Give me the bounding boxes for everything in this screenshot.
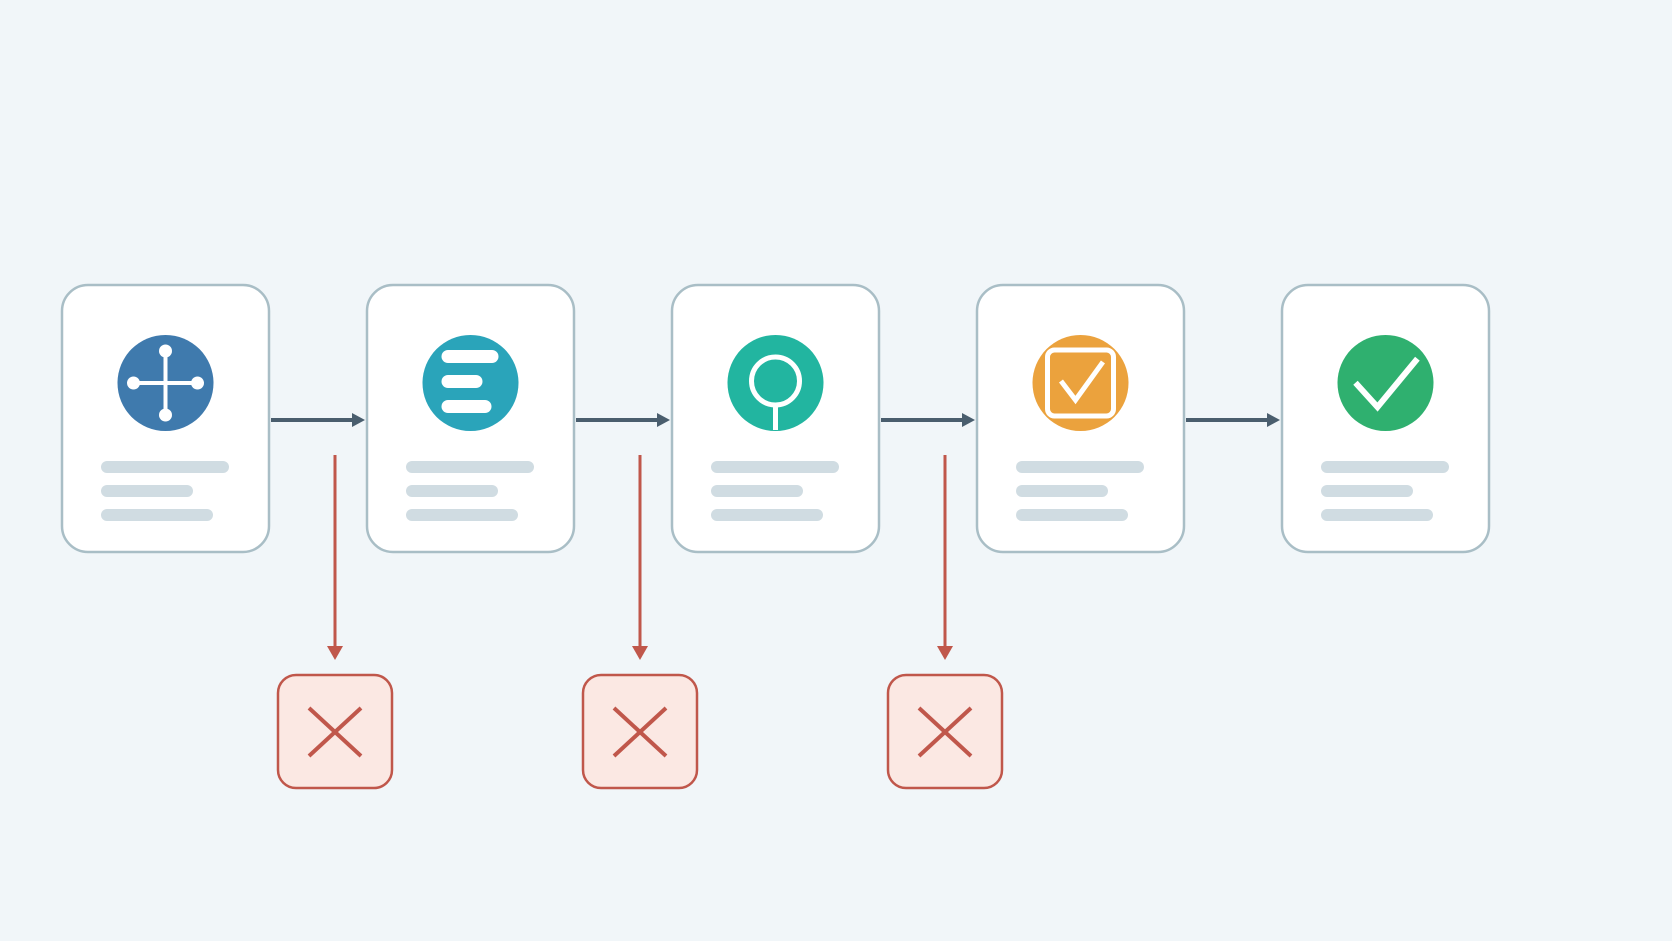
arrow-head bbox=[352, 413, 365, 427]
arrow-head bbox=[937, 646, 953, 660]
magnifier-icon bbox=[727, 335, 824, 431]
flow-arrow bbox=[271, 413, 365, 427]
placeholder-line bbox=[1016, 509, 1128, 521]
close-x-icon bbox=[307, 706, 363, 758]
flow-arrow bbox=[1186, 413, 1280, 427]
placeholder-line bbox=[101, 461, 229, 473]
arrow-head bbox=[1267, 413, 1280, 427]
placeholder-line bbox=[711, 509, 823, 521]
arrow-head bbox=[657, 413, 670, 427]
placeholder-line bbox=[406, 485, 498, 497]
placeholder-line bbox=[101, 485, 193, 497]
close-x-icon bbox=[917, 706, 973, 758]
placeholder-line bbox=[1321, 461, 1449, 473]
icon-badge bbox=[1032, 335, 1129, 431]
checkbox-checked-icon bbox=[1032, 335, 1129, 431]
arrow-head bbox=[962, 413, 975, 427]
placeholder-line bbox=[406, 509, 518, 521]
stage-card bbox=[60, 283, 271, 554]
placeholder-line bbox=[1016, 461, 1144, 473]
placeholder-line bbox=[1321, 485, 1413, 497]
checkmark-icon bbox=[1337, 335, 1434, 431]
reject-arrow bbox=[632, 455, 648, 660]
rejection-box bbox=[886, 673, 1004, 790]
network-hub-icon bbox=[117, 335, 214, 431]
arrow-head bbox=[632, 646, 648, 660]
stage-card bbox=[365, 283, 576, 554]
placeholder-line bbox=[406, 461, 534, 473]
icon-badge bbox=[1337, 335, 1434, 431]
close-x-icon bbox=[612, 706, 668, 758]
x-stroke bbox=[307, 706, 363, 758]
placeholder-line bbox=[1016, 485, 1108, 497]
stage-card bbox=[670, 283, 881, 554]
stage-card bbox=[1280, 283, 1491, 554]
flow-arrow bbox=[881, 413, 975, 427]
x-stroke bbox=[917, 706, 973, 758]
arrow-head bbox=[327, 646, 343, 660]
flow-arrow bbox=[576, 413, 670, 427]
placeholder-line bbox=[711, 461, 839, 473]
placeholder-line bbox=[101, 509, 213, 521]
rejection-box bbox=[581, 673, 699, 790]
list-lines-icon bbox=[422, 335, 519, 431]
reject-arrow bbox=[327, 455, 343, 660]
rejection-box bbox=[276, 673, 394, 790]
icon-badge bbox=[727, 335, 824, 431]
placeholder-line bbox=[1321, 509, 1433, 521]
reject-arrow bbox=[937, 455, 953, 660]
stage-card bbox=[975, 283, 1186, 554]
x-stroke bbox=[612, 706, 668, 758]
placeholder-line bbox=[711, 485, 803, 497]
